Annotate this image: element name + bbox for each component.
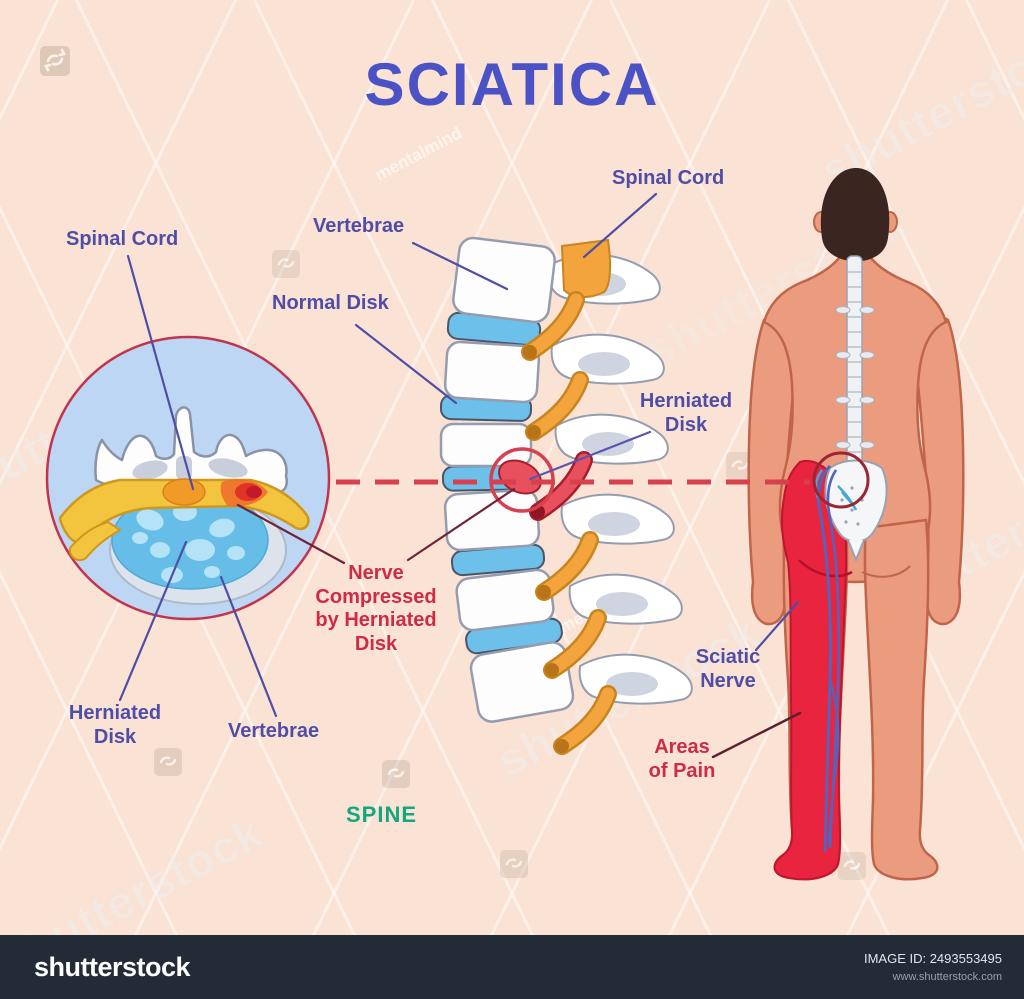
- watermark-logo-squares: [40, 46, 866, 880]
- vertebral-bodies: [439, 236, 575, 723]
- areas-of-pain-label: Areas of Pain: [648, 736, 716, 782]
- hair: [820, 168, 890, 262]
- shutterstock-logo: shutterstock: [34, 951, 191, 982]
- human-body-rear-view: [747, 168, 965, 881]
- inset-vertebrae-label: Vertebrae: [228, 720, 320, 742]
- left-side-leg: [863, 518, 939, 881]
- nerve-roots: [521, 291, 617, 755]
- vertebra-cross-section-inset: [45, 335, 331, 621]
- disk-texture: [132, 503, 245, 583]
- image-id: IMAGE ID: 2493553495: [863, 951, 1002, 966]
- bone-shading: [132, 456, 248, 480]
- page-title: SCIATICA: [364, 51, 660, 118]
- spine-lateral-view: [439, 236, 693, 755]
- spinal-cord-cross-section: [162, 478, 206, 506]
- image-metadata: IMAGE ID: 2493553495 www.shutterstock.co…: [864, 951, 1002, 983]
- herniated-disk-bulge: [498, 459, 542, 495]
- lumbar-highlight-ring: [812, 451, 870, 509]
- leader-lines: [118, 192, 802, 759]
- compression-point: [220, 479, 268, 507]
- spine-caption: SPINE: [346, 802, 418, 827]
- spinal-cord-top: [560, 238, 612, 298]
- spine-normal-disk-label: Normal Disk: [272, 292, 389, 314]
- spine-vertebrae-label: Vertebrae: [313, 215, 405, 237]
- inset-spinal-cord-label: Spinal Cord: [66, 228, 179, 250]
- nerve-compressed-label: Nerve Compressed by Herniated Disk: [315, 562, 437, 655]
- watermark-footer-bar: shutterstock IMAGE ID: 2493553495 www.sh…: [0, 935, 1024, 999]
- source-url: www.shutterstock.com: [892, 971, 1002, 983]
- sciatic-nerve-label: Sciatic Nerve: [695, 646, 761, 692]
- herniation-highlight-ring: [489, 447, 555, 513]
- illustration-area: shutterstock shutterstock shutterstock s…: [0, 0, 1024, 935]
- medical-illustration-svg: [40, 46, 965, 881]
- inset-herniated-disk-label: Herniated Disk: [68, 702, 162, 748]
- spine-spinal-cord-label: Spinal Cord: [612, 167, 725, 189]
- spine-herniated-disk-label: Herniated Disk: [639, 390, 733, 436]
